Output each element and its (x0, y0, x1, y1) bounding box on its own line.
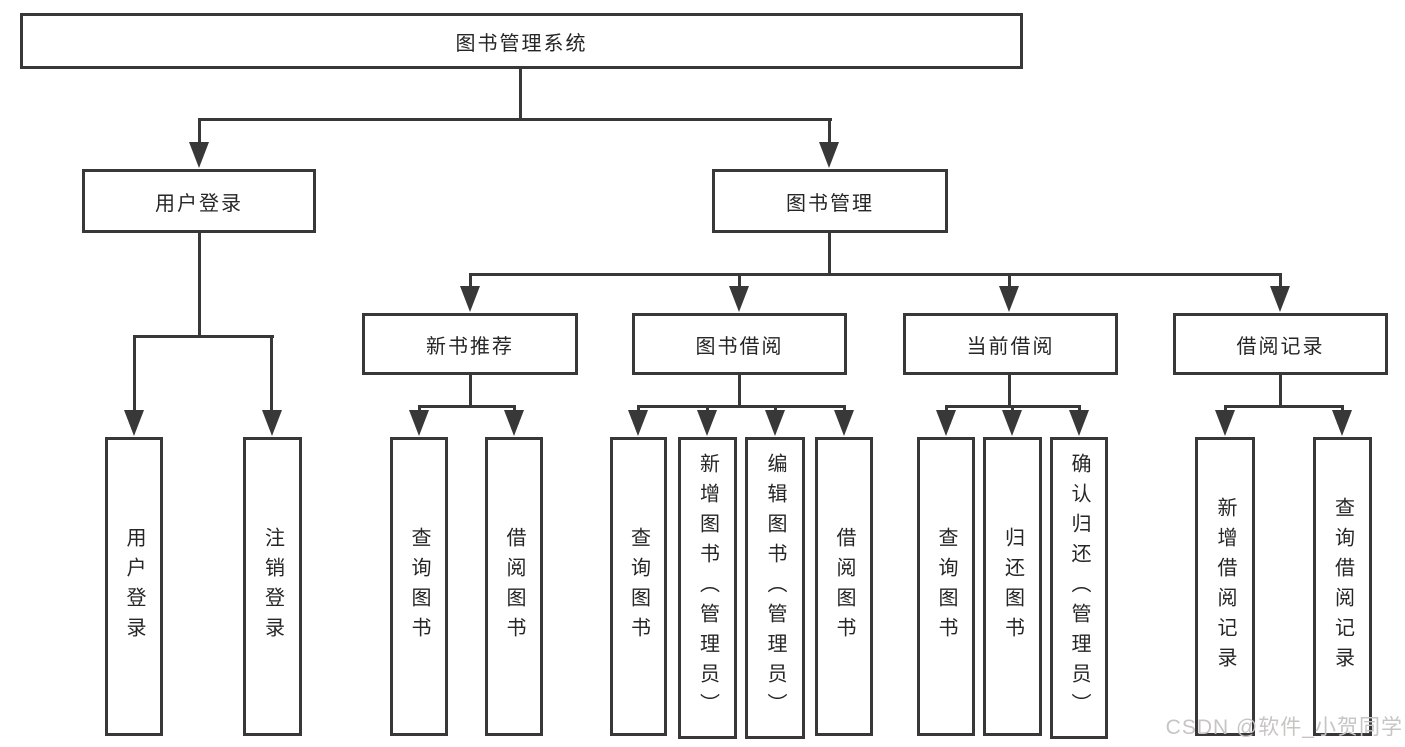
connector-line (469, 273, 1282, 276)
node-label: 图书管理系统 (455, 32, 588, 55)
connector-line (418, 405, 516, 408)
leaf-borrow-book-recommend: 借阅图书 (485, 437, 543, 736)
leaf-label: 确认归还（管理员） (1068, 453, 1090, 723)
connector-line (828, 233, 831, 275)
connector-line (1224, 405, 1344, 408)
connector-arrowhead (1069, 410, 1089, 436)
connector-arrowhead (504, 410, 524, 436)
connector-arrowhead (729, 286, 749, 312)
connector-arrowhead (999, 286, 1019, 312)
connector-line (469, 375, 472, 407)
node-label: 新书推荐 (426, 335, 514, 358)
leaf-return-book: 归还图书 (983, 437, 1042, 736)
connector-line (133, 335, 274, 338)
node-label: 图书借阅 (695, 335, 784, 358)
leaf-label: 新增图书（管理员） (696, 453, 719, 723)
connector-arrowhead (460, 286, 480, 312)
connector-arrowhead (834, 410, 854, 436)
connector-arrowhead (189, 142, 209, 168)
leaf-label: 查询图书 (935, 526, 957, 647)
connector-line (1279, 375, 1282, 407)
connector-arrowhead (1002, 410, 1022, 436)
leaf-label: 查询图书 (627, 526, 650, 647)
connector-line (198, 118, 201, 146)
connector-arrowhead (936, 410, 956, 436)
leaf-label: 编辑图书（管理员） (764, 453, 786, 723)
csdn-watermark: CSDN @软件_小贺同学 (1165, 716, 1403, 739)
leaf-label: 查询图书 (408, 526, 430, 647)
leaf-label: 借阅图书 (833, 526, 855, 647)
connector-line (828, 118, 831, 146)
node-label: 当前借阅 (966, 335, 1055, 358)
node-book-management-branch: 图书管理 (712, 169, 948, 233)
connector-arrowhead (1215, 410, 1235, 436)
leaf-query-book-current: 查询图书 (917, 437, 975, 736)
connector-arrowhead (1332, 410, 1352, 436)
connector-line (738, 375, 741, 407)
leaf-label: 查询借阅记录 (1331, 496, 1354, 677)
leaf-add-book-admin: 新增图书（管理员） (678, 437, 737, 739)
leaf-label: 新增借阅记录 (1214, 496, 1236, 677)
leaf-label: 用户登录 (123, 526, 145, 647)
connector-arrowhead (628, 410, 648, 436)
node-book-borrowing: 图书借阅 (632, 313, 847, 375)
leaf-query-book-borrowing: 查询图书 (610, 437, 667, 736)
node-label: 图书管理 (786, 192, 874, 215)
node-new-book-recommend: 新书推荐 (362, 313, 578, 375)
leaf-confirm-return-admin: 确认归还（管理员） (1050, 437, 1108, 739)
node-current-borrowing: 当前借阅 (903, 313, 1118, 375)
connector-line (270, 335, 273, 412)
connector-arrowhead (409, 410, 429, 436)
connector-arrowhead (124, 410, 144, 436)
node-label: 借阅记录 (1236, 335, 1325, 358)
leaf-label: 注销登录 (261, 526, 284, 647)
connector-line (519, 69, 522, 119)
connector-line (1008, 375, 1011, 407)
node-library-system-root: 图书管理系统 (20, 13, 1023, 69)
leaf-edit-book-admin: 编辑图书（管理员） (745, 437, 805, 739)
leaf-label: 归还图书 (1001, 526, 1024, 647)
connector-line (738, 273, 741, 289)
connector-line (1008, 273, 1011, 289)
node-borrow-records: 借阅记录 (1173, 313, 1388, 375)
leaf-user-login: 用户登录 (105, 437, 163, 736)
connector-arrowhead (765, 410, 785, 436)
node-label: 用户登录 (155, 192, 243, 215)
connector-line (637, 405, 846, 408)
connector-line (1279, 273, 1282, 289)
connector-line (198, 118, 832, 121)
connector-arrowhead (819, 142, 839, 168)
leaf-label: 借阅图书 (503, 526, 525, 647)
connector-line (198, 233, 201, 337)
connector-line (469, 273, 472, 289)
connector-arrowhead (1270, 286, 1290, 312)
leaf-query-borrow-record: 查询借阅记录 (1313, 437, 1372, 736)
leaf-query-book-recommend: 查询图书 (390, 437, 448, 736)
leaf-logout: 注销登录 (243, 437, 302, 736)
leaf-add-borrow-record: 新增借阅记录 (1195, 437, 1255, 736)
leaf-borrow-book: 借阅图书 (815, 437, 873, 736)
connector-line (133, 335, 136, 412)
node-user-login-branch: 用户登录 (82, 169, 316, 233)
connector-arrowhead (697, 410, 717, 436)
connector-arrowhead (262, 410, 282, 436)
